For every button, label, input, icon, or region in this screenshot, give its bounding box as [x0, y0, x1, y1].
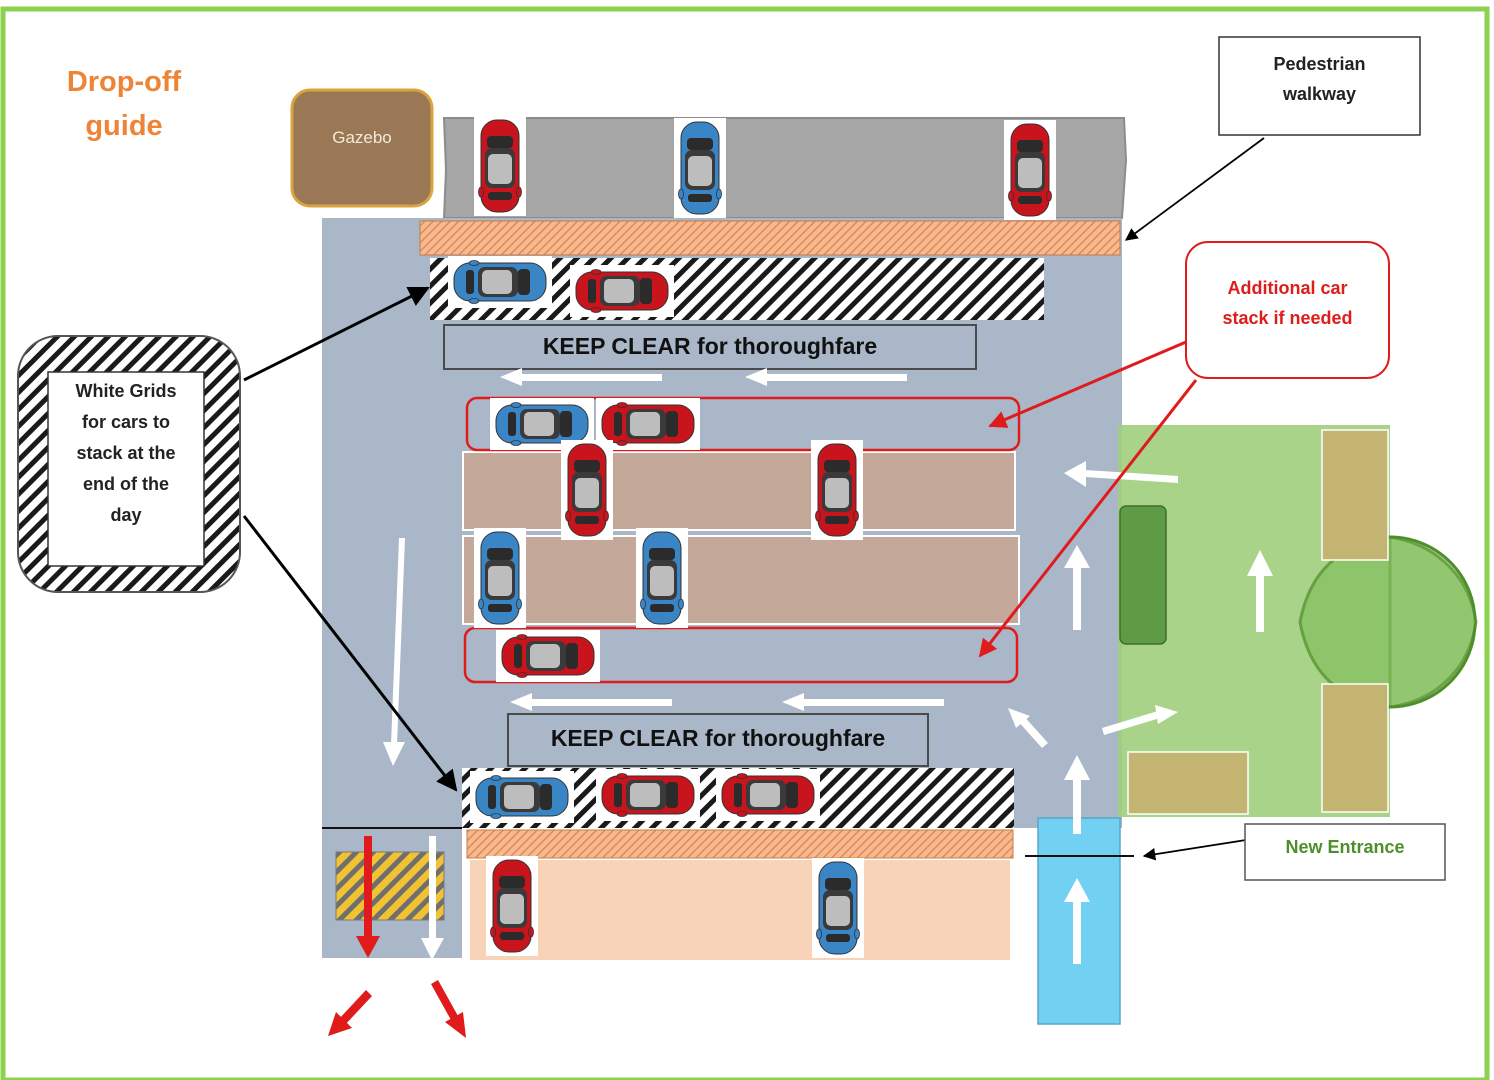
additional-stack-bottom	[463, 626, 1019, 684]
keep-clear-top-label: KEEP CLEAR for thoroughfare	[542, 333, 878, 359]
lawn-bed-bottom	[1321, 683, 1389, 813]
car-blue	[448, 256, 552, 308]
additional-stack-top	[465, 396, 1021, 452]
parking-row-2	[462, 535, 1020, 625]
additional-stack-callout-line-2: stack if needed	[1222, 308, 1353, 328]
page-title-line-2: guide	[85, 110, 163, 142]
car-red	[561, 440, 613, 540]
lawn-hedge	[1119, 505, 1167, 645]
car-red	[474, 116, 526, 216]
car-blue	[812, 858, 864, 958]
pedestrian-walkway-bottom	[466, 829, 1014, 859]
cars	[448, 116, 1056, 958]
white-grids-line-5: day	[110, 505, 142, 525]
white-grids-line-1: White Grids	[75, 381, 177, 401]
pedestrian-callout-box	[1218, 36, 1421, 136]
gazebo-label: Gazebo	[332, 128, 392, 147]
white-grids-line-4: end of the	[83, 474, 169, 494]
white-grids-line-2: for cars to	[81, 412, 171, 432]
car-blue	[636, 528, 688, 628]
pedestrian-callout-line-1: Pedestrian	[1273, 54, 1366, 74]
parking-row-1	[462, 451, 1016, 531]
page-title-line-1: Drop-off	[66, 66, 182, 98]
pedestrian-callout: Pedestrian walkway	[1219, 49, 1420, 109]
page-border	[0, 6, 1490, 1080]
keep-clear-bottom-box	[507, 713, 929, 767]
lawn-bed-left	[1127, 751, 1249, 815]
white-grids-line-3: stack at the	[76, 443, 176, 463]
exit-box	[335, 851, 445, 921]
page-title: Drop-off guide	[44, 60, 204, 148]
new-entrance-callout: New Entrance	[1285, 837, 1405, 857]
car-blue	[474, 528, 526, 628]
keep-clear-bottom-label: KEEP CLEAR for thoroughfare	[550, 725, 886, 751]
additional-stack-callout: Additional car stack if needed	[1186, 273, 1389, 333]
pedestrian-walkway-top	[419, 220, 1121, 256]
car-blue	[470, 771, 574, 823]
gazebo-shape	[290, 88, 434, 208]
car-red	[596, 398, 700, 450]
car-red	[596, 769, 700, 821]
car-red	[570, 265, 674, 317]
keep-clear-top-box	[443, 324, 977, 370]
white-grids-callout: White Grids for cars to stack at the end…	[48, 376, 204, 531]
car-blue	[674, 118, 726, 218]
white-grids-callout-box	[47, 371, 205, 567]
lawn-bed-top	[1321, 429, 1389, 561]
pedestrian-callout-line-2: walkway	[1282, 84, 1357, 104]
car-red	[811, 440, 863, 540]
bottom-parking-bay	[470, 860, 1010, 960]
direction-arrows	[383, 368, 1273, 964]
car-red	[716, 769, 820, 821]
car-red	[486, 856, 538, 956]
car-red	[1004, 120, 1056, 220]
new-entrance-callout-box	[1244, 823, 1446, 881]
car-red	[496, 630, 600, 682]
additional-stack-callout-line-1: Additional car	[1227, 278, 1348, 298]
additional-stack-callout-box	[1185, 241, 1390, 379]
exit-arrows	[328, 836, 466, 1038]
